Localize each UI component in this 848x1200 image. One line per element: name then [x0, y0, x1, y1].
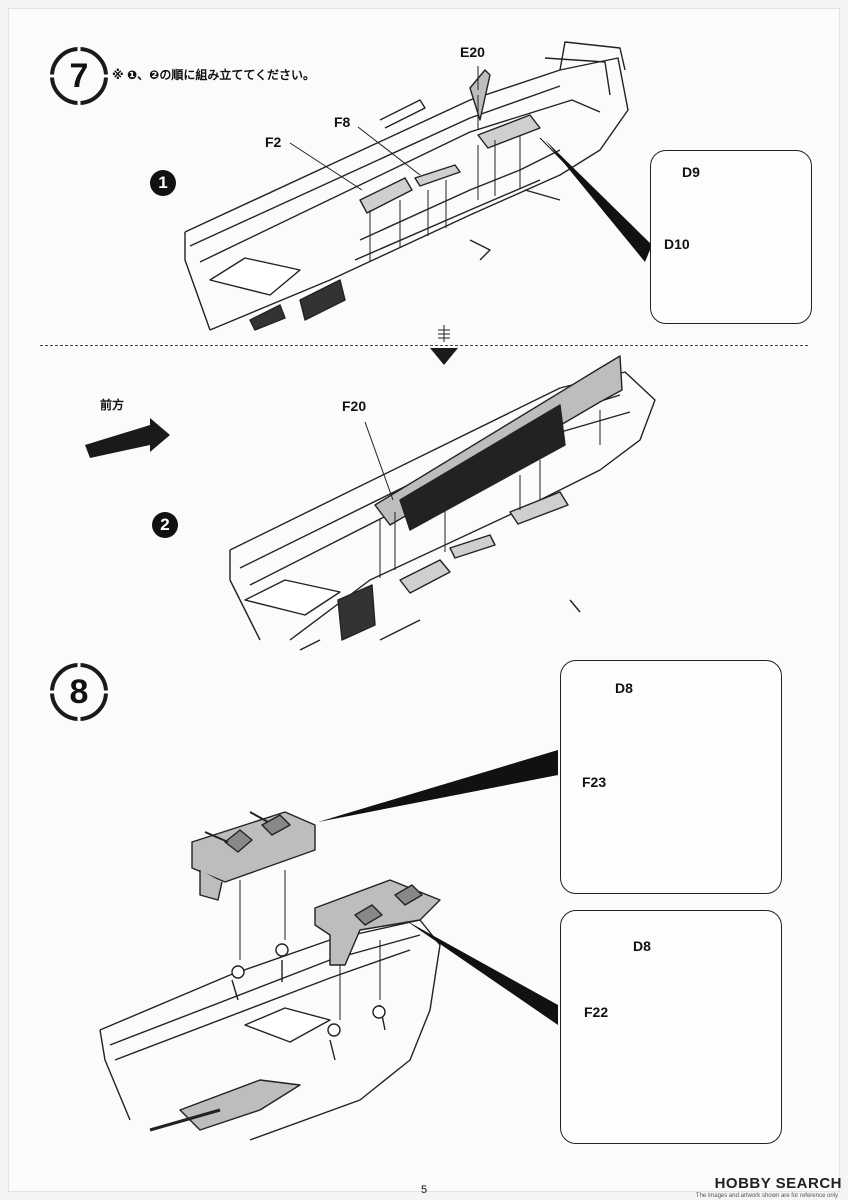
- step-7-note: ※ ❶、❷の順に組み立ててください。: [112, 68, 315, 82]
- lifeboat-detail-box: [650, 150, 812, 324]
- part-label-d8-top: D8: [615, 680, 633, 696]
- part-label-d9: D9: [682, 164, 700, 180]
- part-label-d10: D10: [664, 236, 690, 252]
- sub-step-2-badge: 2: [152, 512, 178, 538]
- hull-section-step7-1: [184, 41, 656, 331]
- sub-step-1-badge: 1: [150, 170, 176, 196]
- hull-section-step7-2: [229, 355, 656, 651]
- part-label-e20: E20: [460, 44, 485, 60]
- part-label-f2: F2: [265, 134, 282, 150]
- part-label-f22: F22: [584, 1004, 609, 1020]
- step-7-number: 7: [69, 56, 89, 95]
- forward-direction-arrow: [85, 418, 170, 458]
- part-label-f8: F8: [334, 114, 351, 130]
- hull-section-step8: [99, 919, 441, 1141]
- section-divider: [40, 345, 808, 346]
- direction-label: 前方: [100, 398, 125, 412]
- leader-wedge-top: [318, 750, 558, 822]
- down-arrow: [430, 325, 458, 365]
- watermark-subtext: The images and artwork shown are for ref…: [695, 1193, 838, 1199]
- step-8-badge: 8: [50, 663, 108, 721]
- leader-wedge-bottom: [405, 920, 558, 1025]
- step-7-badge: 7: [50, 47, 108, 105]
- step-8-number: 8: [69, 672, 89, 711]
- turret-detail-box-bottom: [560, 910, 782, 1144]
- turret-base-f22-main: [314, 879, 441, 1020]
- turret-base-f23-main: [191, 811, 316, 960]
- turret-detail-box-top: [560, 660, 782, 894]
- part-label-d8-bottom: D8: [633, 938, 651, 954]
- part-label-f20: F20: [342, 398, 367, 414]
- page-number: 5: [420, 1184, 428, 1196]
- part-label-f23: F23: [582, 774, 607, 790]
- watermark-logo: HOBBY SEARCH: [714, 1175, 842, 1192]
